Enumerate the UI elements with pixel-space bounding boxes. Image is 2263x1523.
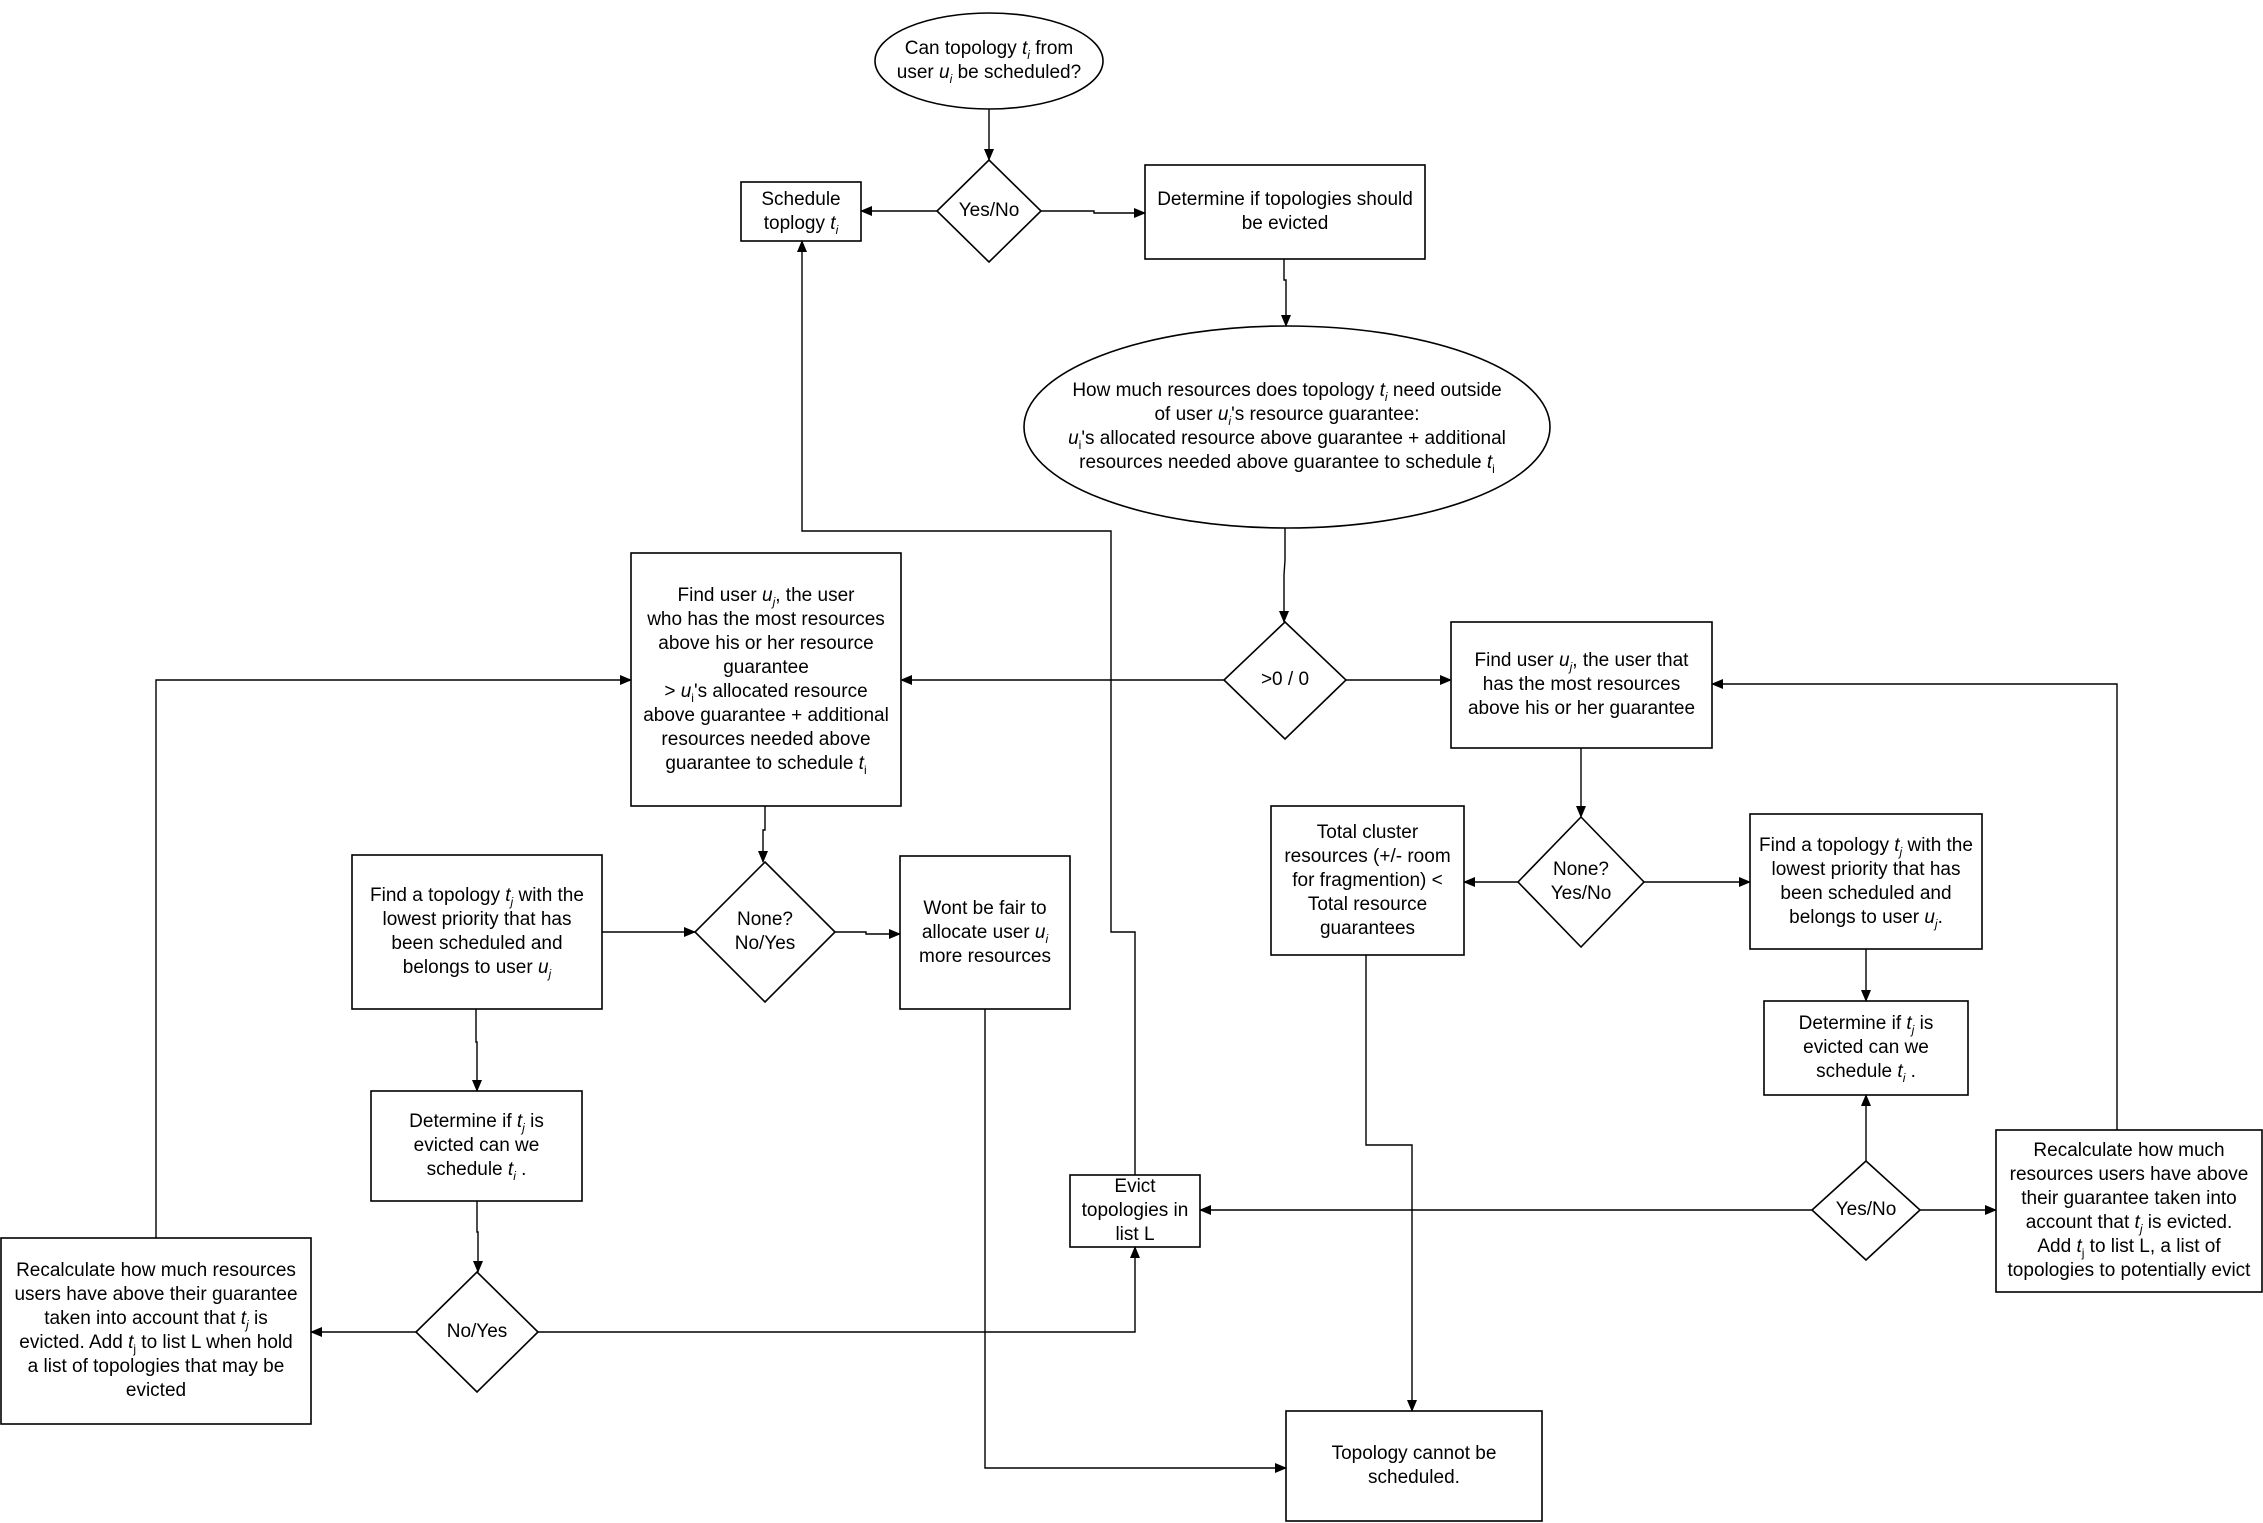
det-sched-left-box [370,1090,583,1202]
edge-wontfair-cannot [984,1009,1287,1473]
yesno-right-diamond [1810,1159,1922,1262]
find-topo-right-box [1749,813,1983,950]
edge-determine-howmuch [1281,259,1291,327]
edge-finduserleft-noneleft [758,806,768,863]
edge-recalcleft-finduserleft [155,675,632,1238]
edge-findtopoleft-detleft [472,1009,482,1092]
edge-howmuch-gt0 [1279,528,1289,623]
d1-diamond [935,158,1043,264]
find-user-left-box [630,552,902,807]
total-cluster-box [1270,805,1465,956]
edge-noyes-evict [538,1246,1140,1333]
cannot-box [1285,1410,1543,1522]
gt0-diamond [1222,620,1348,741]
noyes-left-diamond [414,1270,540,1394]
none-left-diamond [693,860,837,1004]
find-user-right-box [1450,621,1713,749]
edge-d1-determine [1041,208,1146,218]
edge-evict-schedule [797,240,1136,1175]
evict-list-box [1069,1174,1201,1248]
edge-recalcright-finduserright [1711,679,2118,1130]
none-left-label: None?No/Yes [734,909,796,954]
edge-detleft-noyes [473,1201,483,1273]
d1-label: Yes/No [958,200,1020,221]
none-right-diamond [1516,815,1646,949]
recalc-left-box [0,1237,312,1425]
edge-total-cannot [1365,955,1417,1412]
find-topo-left-box [351,854,603,1010]
noyes-left-label: No/Yes [446,1321,508,1342]
none-right-label: None?Yes/No [1550,859,1612,904]
recalc-right-box [1995,1129,2263,1293]
how-much-label: How much resources does topology ti need… [1068,380,1506,476]
yesno-right-label: Yes/No [1835,1199,1897,1220]
gt0-label: >0 / 0 [1260,669,1310,690]
wont-fair-box [899,855,1071,1010]
edge-noneleft-wontfair [835,929,901,939]
